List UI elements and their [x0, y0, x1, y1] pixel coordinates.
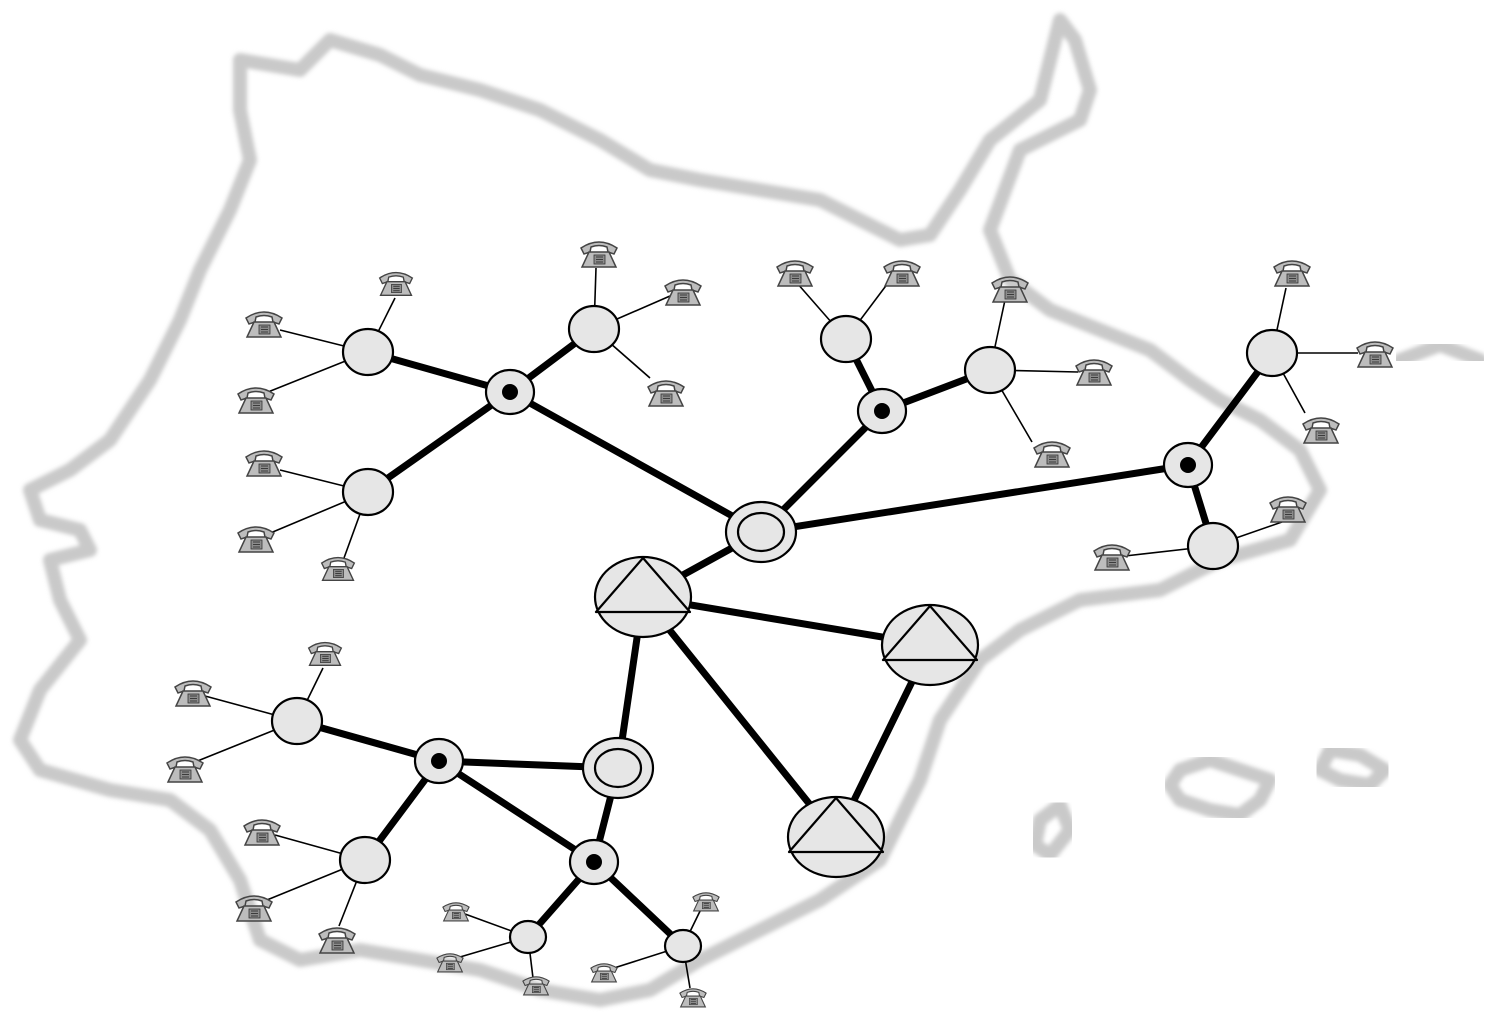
menorca-outline	[1313, 743, 1392, 792]
telephone-icon	[1033, 441, 1071, 468]
telephone-icon	[243, 819, 281, 846]
concentrator-node	[1162, 441, 1214, 489]
telephone-icon	[1093, 544, 1131, 571]
local-exchange-node	[1245, 328, 1299, 378]
mallorca-outline	[1163, 753, 1277, 822]
telephone-icon	[664, 279, 702, 306]
concentrator-node	[856, 387, 908, 435]
trunk-link	[435, 757, 598, 866]
telephone-icon	[776, 260, 814, 287]
trunk-link	[757, 461, 1192, 536]
local-exchange-node	[819, 314, 873, 364]
telephone-icon	[318, 927, 356, 954]
telephone-icon	[692, 892, 720, 912]
main-exchange-node	[880, 603, 980, 687]
main-exchanges	[593, 555, 980, 879]
telephone-icon	[1356, 341, 1394, 368]
telephone-icon	[1075, 359, 1113, 386]
transit-exchange-node	[724, 500, 798, 564]
telephone-icon	[883, 260, 921, 287]
telephone-icon	[174, 680, 212, 707]
telephone-icon	[590, 963, 618, 983]
local-exchange-node	[270, 696, 324, 746]
trunk-link	[506, 388, 765, 536]
map-outline	[13, 13, 1487, 1007]
concentrator-node	[484, 368, 536, 416]
local-exchange-node	[663, 928, 703, 964]
local-exchange-node	[1186, 521, 1240, 571]
telephone-icon	[245, 450, 283, 477]
local-exchange-node	[341, 467, 395, 517]
peninsula-outline	[13, 13, 1327, 1007]
telephone-icon	[442, 902, 470, 922]
telephone-icon	[320, 556, 356, 582]
concentrator-node	[413, 737, 465, 785]
telephone-icon	[580, 241, 618, 268]
subscriber-lines	[194, 267, 1358, 989]
telephone-icon	[679, 988, 707, 1008]
main-exchange-node	[593, 555, 693, 639]
concentrator-node	[568, 838, 620, 886]
local-exchange-node	[341, 327, 395, 377]
ibiza-outline	[1028, 798, 1077, 862]
telephone-icon	[378, 271, 414, 297]
telephone-icon	[307, 641, 343, 667]
local-exchange-node	[338, 835, 392, 885]
telephone-icon	[647, 380, 685, 407]
telephone-icon	[235, 895, 273, 922]
telephone-icon	[245, 311, 283, 338]
transit-exchange-node	[581, 736, 655, 800]
telephone-icon	[1302, 417, 1340, 444]
telephone-icon	[237, 526, 275, 553]
local-exchange-node	[963, 345, 1017, 395]
trunk-link	[364, 388, 514, 496]
french-coast-outline	[1393, 338, 1487, 367]
trunk-link	[639, 593, 840, 841]
main-exchange-node	[786, 795, 886, 879]
local-exchanges	[270, 304, 1299, 964]
local-exchange-node	[508, 919, 548, 955]
telephone-icon	[1273, 260, 1311, 287]
local-exchange-node	[567, 304, 621, 354]
telephone-icon	[237, 387, 275, 414]
transit-exchanges	[581, 500, 798, 800]
trunk-links	[293, 325, 1276, 950]
concentrators	[413, 368, 1214, 886]
telephone-icon	[166, 756, 204, 783]
